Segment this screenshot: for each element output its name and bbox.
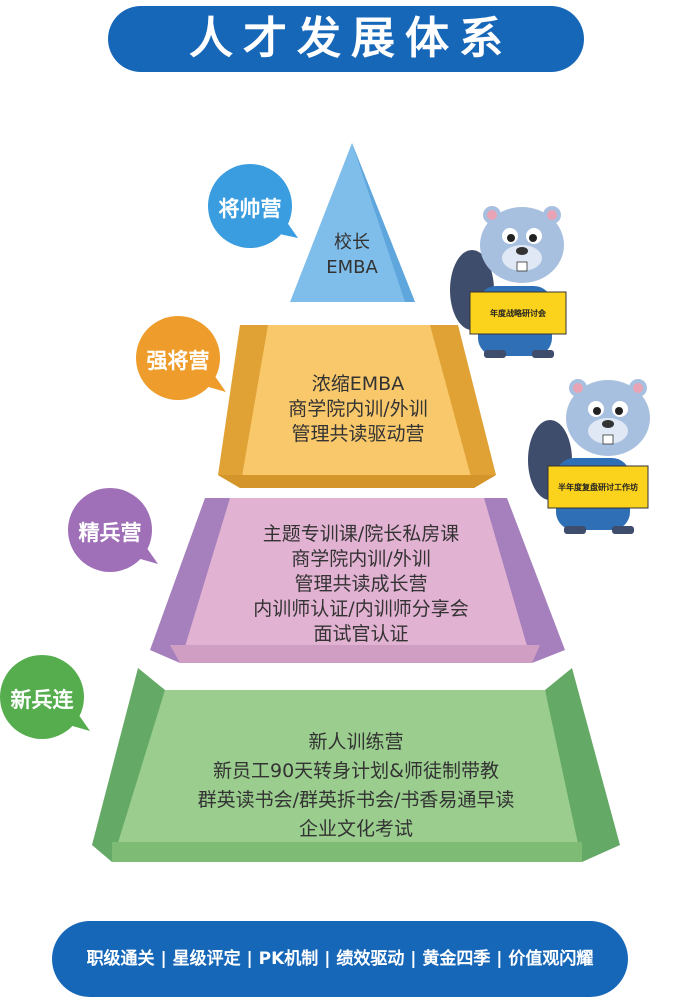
tier-4-line: 群英读书会/群英拆书会/书香易通早读 [197,789,515,811]
mascot-beaver-2 [528,379,650,534]
tier-2-shape [218,325,496,488]
badge-bubble-1 [208,164,298,248]
tier-1-shape [290,143,415,302]
tier-3-line: 内训师认证/内训师分享会 [253,598,469,620]
tier-3-line: 管理共读成长营 [294,573,428,595]
tier-4-badge: 新兵连 [10,688,74,712]
badge-bubble-2 [136,316,226,400]
tier-3-line: 商学院内训/外训 [291,548,431,570]
badge-bubble-3 [68,488,158,572]
tier-3-badge: 精兵营 [78,521,142,545]
page-title: 人才发展体系 [189,13,513,64]
tier-4-line: 新员工90天转身计划&师徒制带教 [213,760,499,782]
tier-2-content: 浓缩EMBA 商学院内训/外训 管理共读驱动营 [236,372,480,447]
tier-1-line: EMBA [326,257,378,278]
bottom-banner-text: 职级通关 | 星级评定 | PK机制 | 绩效驱动 | 黄金四季 | 价值观闪耀 [86,949,594,969]
tier-1-line: 校长 [334,232,370,253]
bottom-banner [52,921,628,997]
tier-3-content: 主题专训课/院长私房课 商学院内训/外训 管理共读成长营 内训师认证/内训师分享… [196,522,526,647]
tier-4-content: 新人训练营 新员工90天转身计划&师徒制带教 群英读书会/群英拆书会/书香易通早… [136,728,576,844]
tier-2-line: 管理共读驱动营 [291,423,425,445]
tier-3-shape [150,498,565,663]
tier-4-shape [92,668,620,862]
tier-4-line: 企业文化考试 [298,818,413,840]
tier-2-badge: 强将营 [146,349,210,373]
tier-3-line: 主题专训课/院长私房课 [262,523,460,545]
tier-4-line: 新人训练营 [308,731,404,753]
title-banner [108,6,584,72]
mascot-1-sign: 年度战略研讨会 [490,309,546,318]
tier-3-line: 面试官认证 [313,623,409,645]
mascot-2-sign: 半年度复盘研讨工作坊 [558,483,638,492]
tier-2-line: 商学院内训/外训 [288,398,428,420]
tier-2-line: 浓缩EMBA [311,373,405,395]
mascot-beaver-1 [450,206,567,358]
tier-1-badge: 将帅营 [218,197,282,221]
badge-bubble-4 [0,655,90,739]
tier-1-content: 校长 EMBA [292,230,412,280]
